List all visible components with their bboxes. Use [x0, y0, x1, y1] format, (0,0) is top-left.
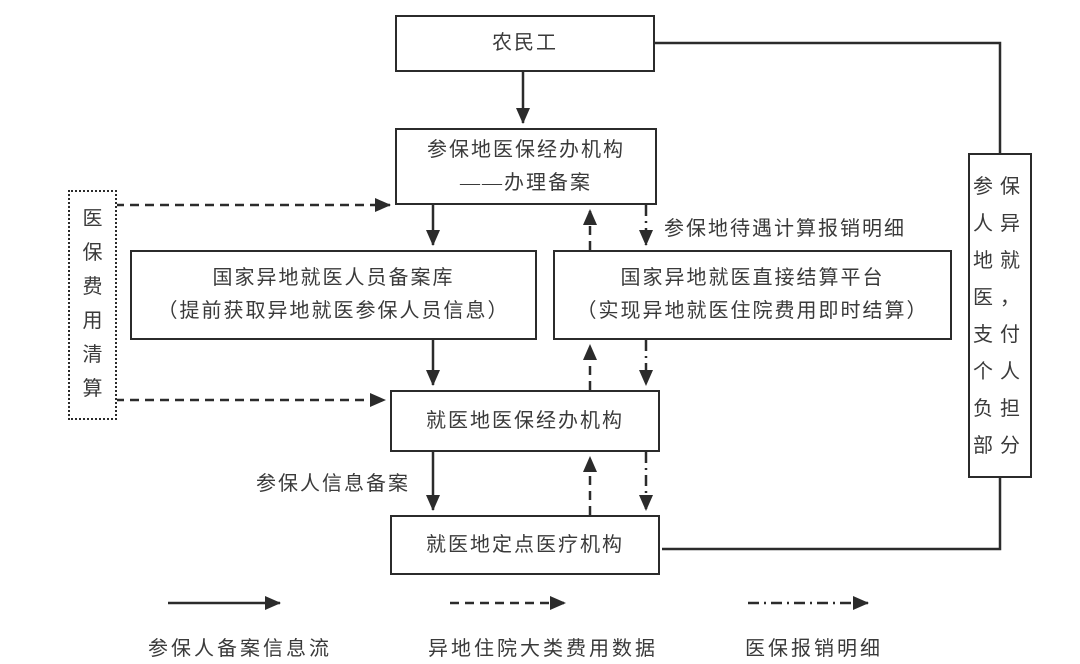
legend-label-dashdot: 医保报销明细	[745, 638, 883, 660]
node-insured-agency-line2: ——办理备案	[460, 171, 592, 194]
node-selfpay: 参保人异地就医，支付个人负担部分	[968, 153, 1032, 478]
node-platform-line2: （实现异地就医住院费用即时结算）	[576, 300, 929, 322]
node-treatment-agency-label: 就医地医保经办机构	[426, 409, 624, 432]
line-farmer-to-selfpay	[655, 41, 1002, 153]
node-filing-db: 国家异地就医人员备案库 （提前获取异地就医参保人员信息）	[130, 250, 537, 340]
legend-label-dashed: 异地住院大类费用数据	[428, 638, 658, 660]
node-insured-agency-line1: 参保地医保经办机构	[427, 138, 625, 161]
edge-label-benefit-detail: 参保地待遇计算报销明细	[664, 218, 906, 240]
edge-label-insured-info-filing: 参保人信息备案	[256, 473, 410, 495]
legend-label-solid: 参保人备案信息流	[148, 638, 332, 660]
node-treatment-agency: 就医地医保经办机构	[390, 390, 660, 452]
node-filing-db-line1: 国家异地就医人员备案库	[212, 267, 455, 289]
node-filing-db-line2: （提前获取异地就医参保人员信息）	[157, 300, 510, 322]
node-clearing-label: 医保费用清算	[82, 208, 103, 400]
node-hospital: 就医地定点医疗机构	[390, 515, 660, 575]
node-platform-line1: 国家异地就医直接结算平台	[620, 267, 885, 289]
node-clearing: 医保费用清算	[68, 190, 117, 420]
node-selfpay-label: 参保人异地就医，支付个人负担部分	[973, 176, 1027, 457]
node-insured-agency: 参保地医保经办机构 ——办理备案	[395, 128, 657, 205]
node-farmer-label: 农民工	[492, 32, 558, 54]
node-platform: 国家异地就医直接结算平台 （实现异地就医住院费用即时结算）	[553, 250, 952, 340]
line-selfpay-to-hospital	[662, 478, 1002, 551]
node-farmer: 农民工	[395, 15, 655, 72]
node-hospital-label: 就医地定点医疗机构	[426, 533, 624, 556]
